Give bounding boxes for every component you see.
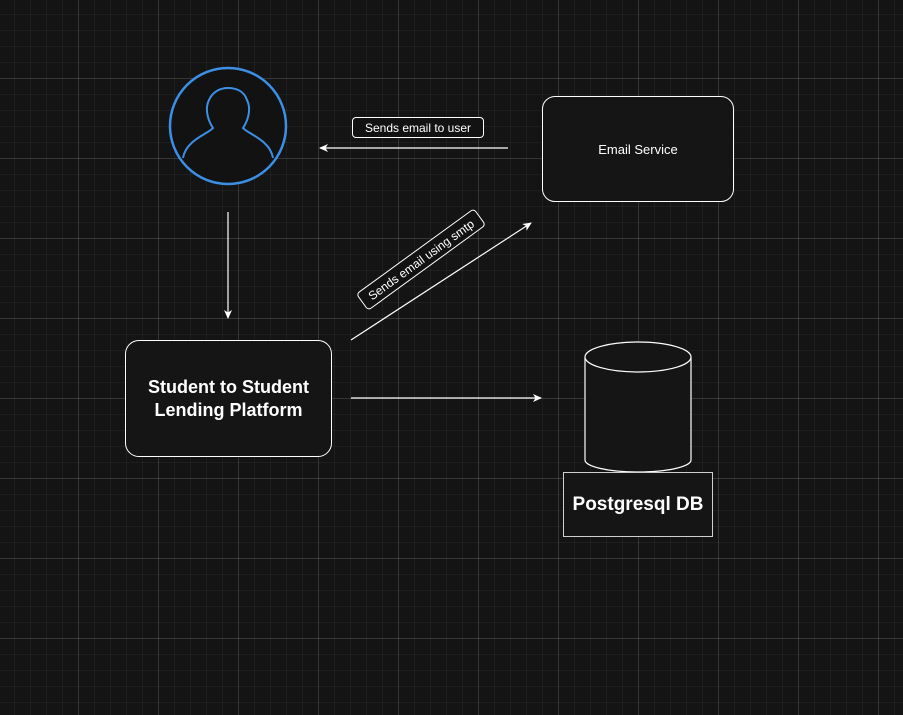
- database-node[interactable]: Postgresql DB: [563, 472, 713, 537]
- edge-label-email-to-user: Sends email to user: [352, 117, 484, 138]
- database-cylinder-icon[interactable]: [584, 341, 692, 473]
- edge-platform-to-email[interactable]: [350, 222, 532, 341]
- platform-label: Student to Student Lending Platform: [148, 376, 309, 420]
- database-label: Postgresql DB: [572, 493, 704, 515]
- email-service-label: Email Service: [598, 141, 678, 157]
- user-avatar-icon[interactable]: [168, 66, 288, 186]
- email-service-node[interactable]: Email Service: [542, 96, 734, 202]
- edge-label-email-to-user-text: Sends email to user: [364, 120, 472, 135]
- platform-node[interactable]: Student to Student Lending Platform: [125, 340, 332, 457]
